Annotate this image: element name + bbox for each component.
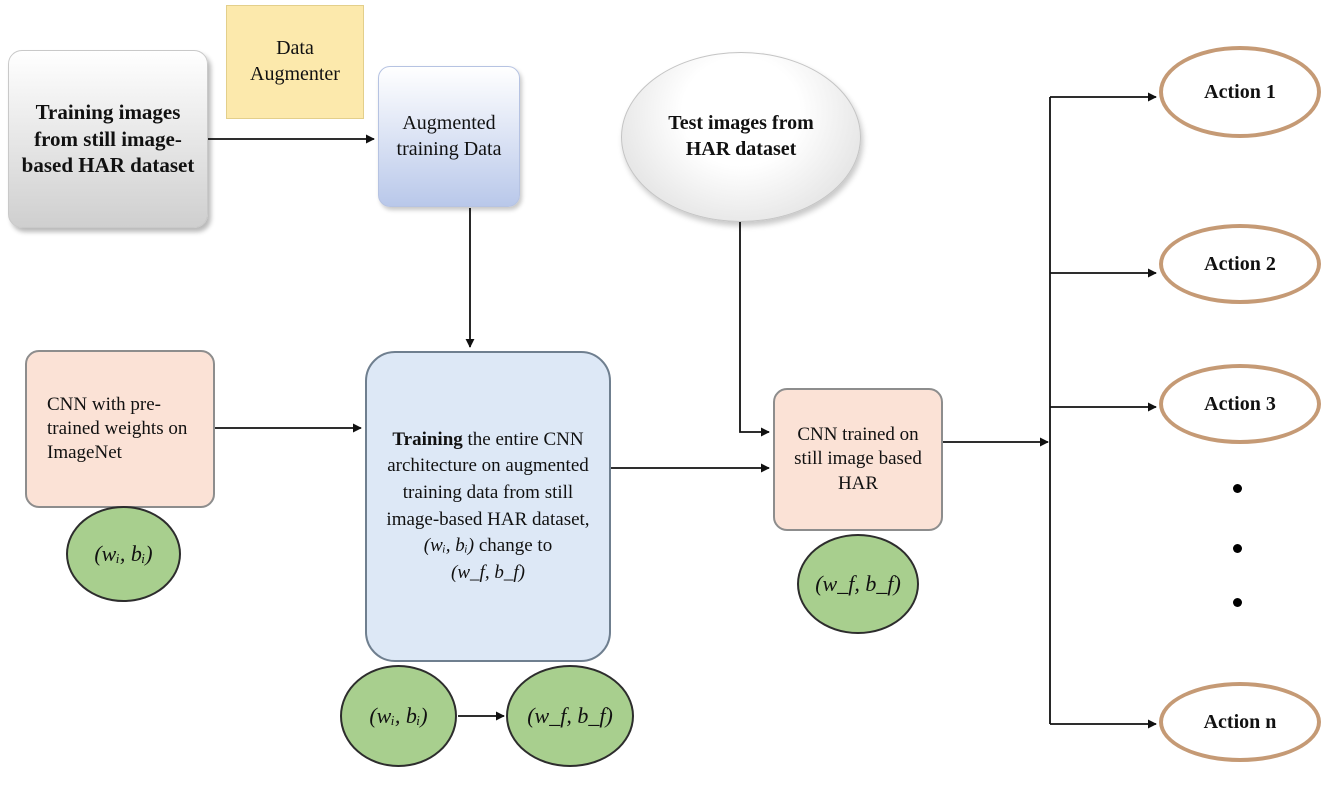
training-content: Training the entire CNN architecture on …	[377, 427, 599, 587]
cnn-pretrained-label: CNN with pre-trained weights on ImageNet	[47, 393, 188, 464]
ellipsis-dot-1	[1233, 484, 1242, 493]
training-images-node: Training images from still image-based H…	[8, 50, 208, 228]
param-initial-bottom-label: (wᵢ, bᵢ)	[369, 703, 428, 728]
training-node: Training the entire CNN architecture on …	[365, 351, 611, 662]
cnn-pretrained-node: CNN with pre-trained weights on ImageNet	[25, 350, 215, 508]
action-1-label: Action 1	[1204, 80, 1276, 103]
action-3-node: Action 3	[1159, 364, 1321, 444]
ellipsis-dot-3	[1233, 598, 1242, 607]
param-final-oval: (w_f, b_f)	[797, 534, 919, 634]
training-description: the entire CNN architecture on augmented…	[386, 428, 590, 530]
arrow-test-to-cnn-trained	[739, 222, 770, 437]
action-n-node: Action n	[1159, 682, 1321, 762]
augmented-data-node: Augmented training Data	[378, 66, 520, 207]
cnn-trained-label: CNN trained on still image based HAR	[794, 424, 922, 494]
param-initial-oval-bottom: (wᵢ, bᵢ)	[340, 665, 457, 767]
action-1-node: Action 1	[1159, 46, 1321, 138]
action-3-label: Action 3	[1204, 392, 1276, 415]
training-images-label: Training images from still image-based H…	[21, 99, 195, 178]
action-2-label: Action 2	[1204, 252, 1276, 275]
param-final-bottom-label: (w_f, b_f)	[527, 703, 613, 728]
training-change-to-label: change to	[478, 535, 553, 557]
test-images-node: Test images from HAR dataset	[621, 52, 861, 222]
ellipsis-dot-2	[1233, 544, 1242, 553]
training-param-initial: (wᵢ, bᵢ)	[423, 535, 475, 557]
training-param-final: (w_f, b_f)	[451, 561, 525, 583]
param-final-oval-bottom: (w_f, b_f)	[506, 665, 634, 767]
test-images-label: Test images from HAR dataset	[668, 112, 814, 160]
augmented-data-label: Augmented training Data	[396, 111, 502, 160]
param-initial-oval: (wᵢ, bᵢ)	[66, 506, 181, 602]
param-final-label: (w_f, b_f)	[815, 571, 901, 596]
action-n-label: Action n	[1203, 710, 1277, 733]
param-initial-label: (wᵢ, bᵢ)	[94, 541, 153, 566]
data-augmenter-node: Data Augmenter	[226, 5, 364, 119]
data-augmenter-label: Data Augmenter	[250, 37, 340, 85]
cnn-trained-node: CNN trained on still image based HAR	[773, 388, 943, 531]
training-bold-label: Training	[392, 428, 463, 450]
action-2-node: Action 2	[1159, 224, 1321, 304]
